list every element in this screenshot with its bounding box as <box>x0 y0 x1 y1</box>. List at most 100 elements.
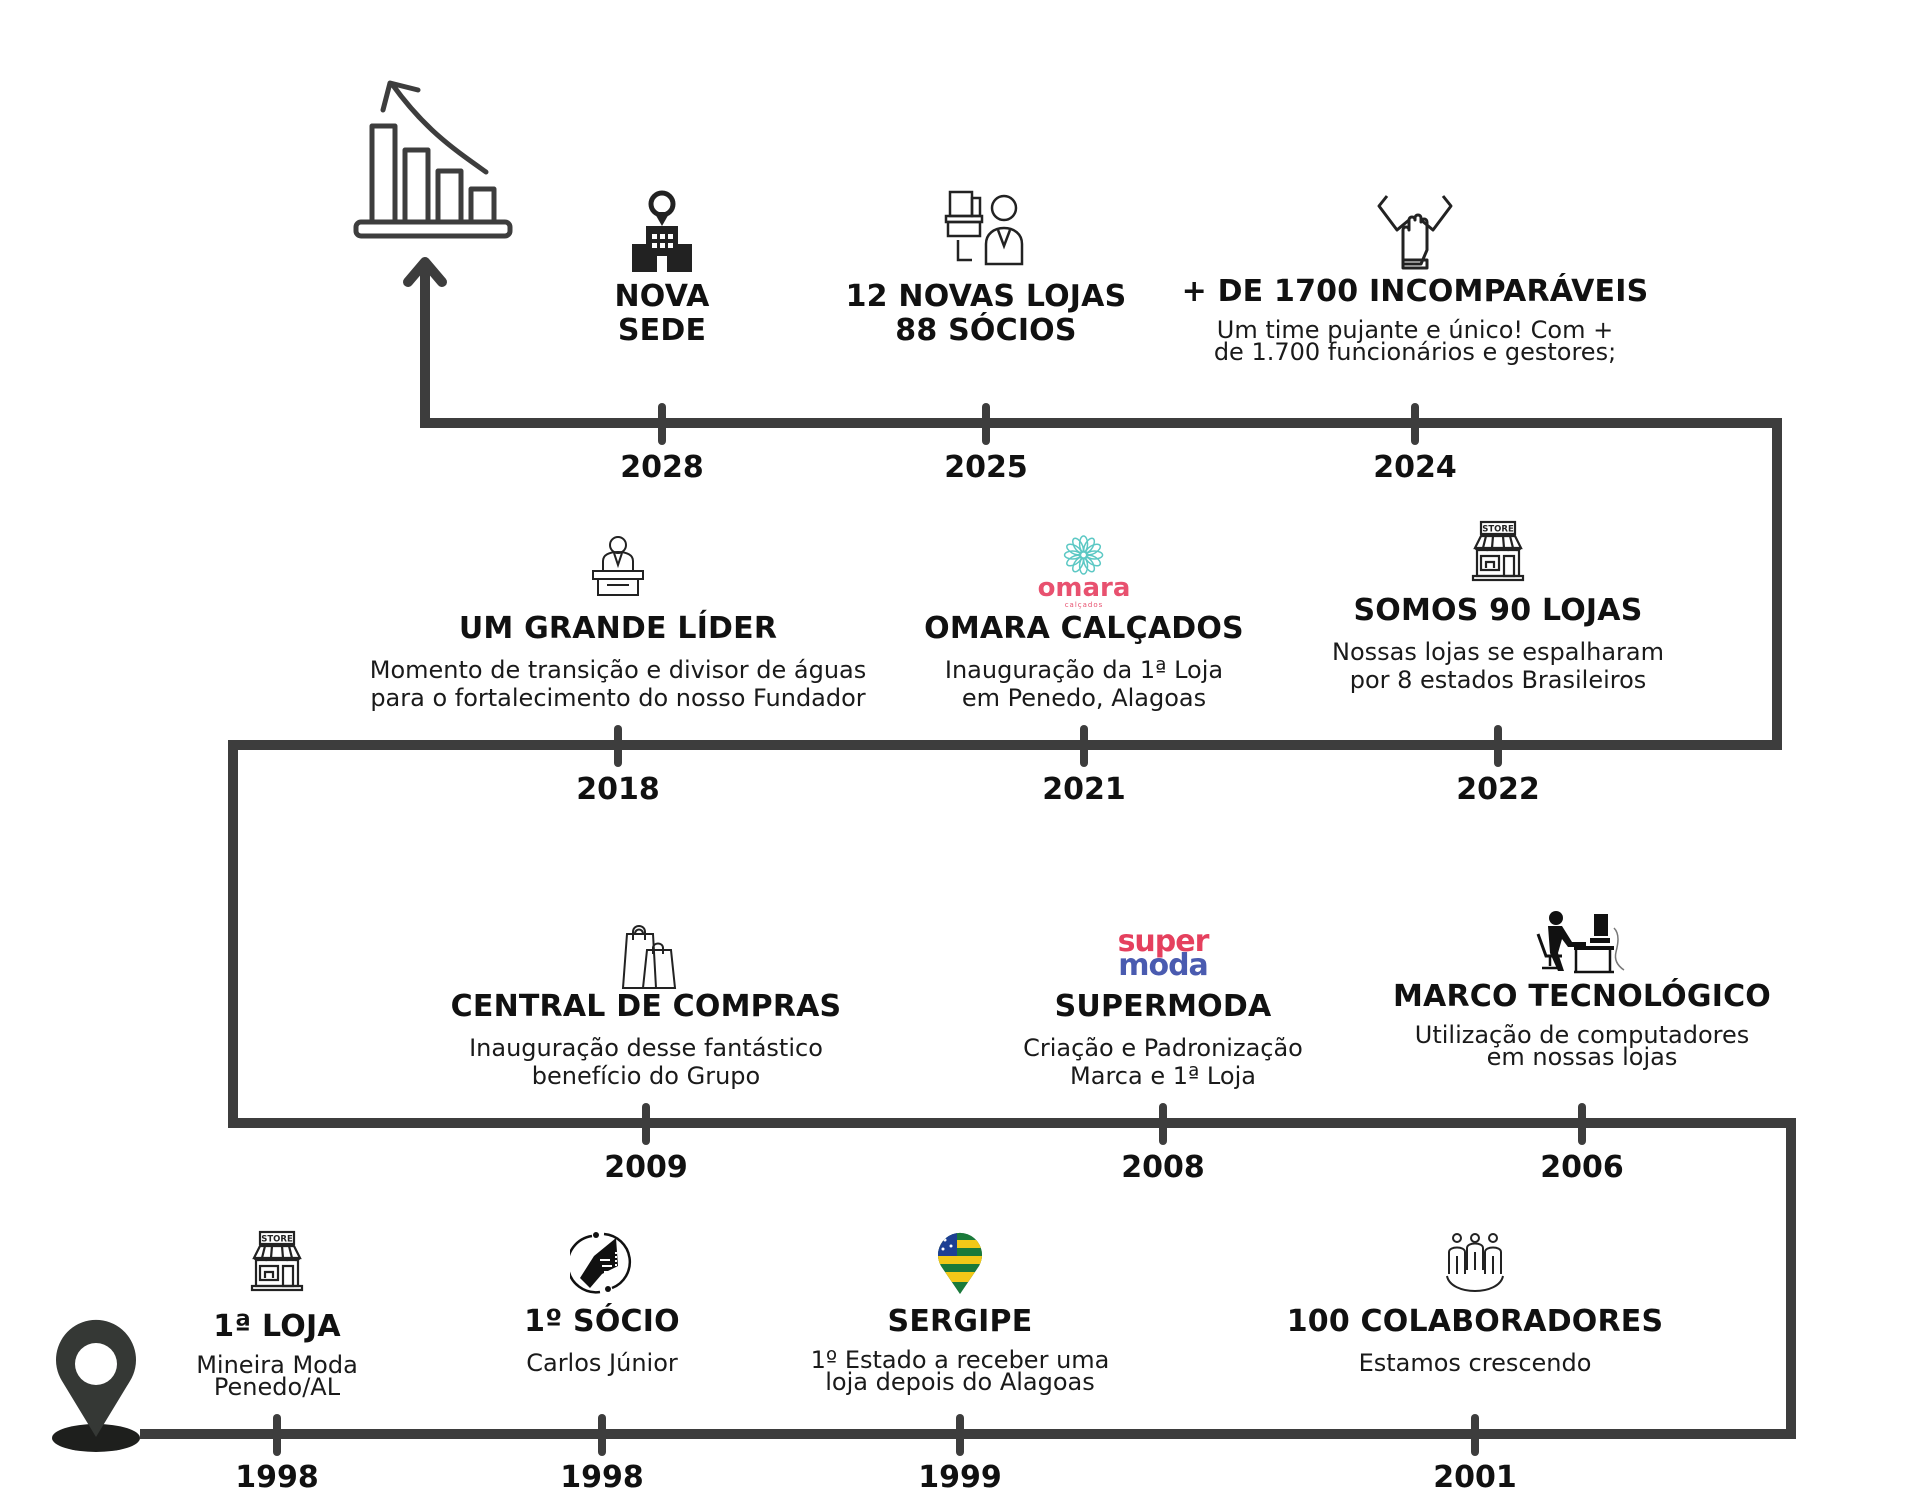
milestone-description-line: Marca e 1ª Loja <box>1070 1062 1256 1090</box>
milestone-title: 1º SÓCIO <box>524 1304 680 1339</box>
milestone-icon-wrap: omara calçados <box>1037 535 1131 609</box>
milestone-icon-wrap: super moda <box>1117 920 1210 983</box>
svg-text:STORE: STORE <box>1482 525 1514 535</box>
milestone-description-line: Criação e Padronização <box>1023 1034 1303 1062</box>
growth-chart-icon <box>353 80 513 239</box>
milestone-card: 1º SÓCIO Carlos Júnior <box>524 1304 680 1378</box>
milestone-description: Estamos crescendo <box>1287 1349 1664 1377</box>
milestone-description-line: por 8 estados Brasileiros <box>1349 666 1647 694</box>
computer-worker-icon <box>1534 910 1630 978</box>
milestone-icon-wrap <box>1443 1232 1507 1298</box>
milestone-title: 88 SÓCIOS <box>895 313 1077 348</box>
milestone-title: 100 COLABORADORES <box>1286 1304 1664 1339</box>
milestone-title: 12 NOVAS LOJAS <box>845 279 1127 314</box>
milestone-description-line: Carlos Júnior <box>526 1349 678 1377</box>
milestone-description-line: para o fortalecimento do nosso Fundador <box>370 684 866 712</box>
milestone-description-line: Momento de transição e divisor de águas <box>369 656 867 684</box>
milestone-description-line: Penedo/AL <box>213 1373 341 1401</box>
milestone-description: Carlos Júnior <box>524 1349 680 1377</box>
store-icon: STORE <box>1469 520 1527 586</box>
milestone-description-line: Utilização de computadores <box>1414 1021 1750 1049</box>
shopping-bags-icon <box>611 920 681 994</box>
milestone-card: UM GRANDE LÍDER Momento de transição e di… <box>370 611 867 713</box>
year-label: 2028 <box>620 450 704 485</box>
milestone-icon-wrap <box>944 190 1028 270</box>
milestone-description-line: 1º Estado a receber uma <box>810 1346 1110 1374</box>
milestone-title: OMARA CALÇADOS <box>924 611 1244 646</box>
year-label: 1999 <box>918 1460 1002 1495</box>
milestone-description-line: de 1.700 funcionários e gestores; <box>1213 338 1617 366</box>
milestone-description-line: em nossas lojas <box>1486 1043 1678 1071</box>
milestone-icon-wrap <box>611 920 681 994</box>
year-label: 2006 <box>1540 1150 1624 1185</box>
supermoda-logo: super moda <box>1117 920 1210 983</box>
omara-logo: omara calçados <box>1037 535 1131 609</box>
milestone-icon-wrap: STORE <box>248 1230 306 1296</box>
milestone-description-line: Inauguração desse fantástico <box>469 1034 823 1062</box>
milestone-icon-wrap <box>566 1230 634 1298</box>
milestone-description-line: benefício do Grupo <box>531 1062 761 1090</box>
milestone-title: SEDE <box>617 313 707 348</box>
team-people-icon <box>1443 1232 1507 1298</box>
year-label: 2021 <box>1042 772 1126 807</box>
svg-text:STORE: STORE <box>261 1235 293 1245</box>
milestone-icon-wrap <box>935 1230 985 1300</box>
milestone-title: SUPERMODA <box>1054 989 1272 1024</box>
milestone-card: + DE 1700 INCOMPARÁVEIS Um time pujante e… <box>1181 274 1649 366</box>
milestone-title: + DE 1700 INCOMPARÁVEIS <box>1181 274 1649 309</box>
milestone-card: CENTRAL DE COMPRAS Inauguração desse fant… <box>450 989 842 1091</box>
milestone-description-line: em Penedo, Alagoas <box>961 684 1207 712</box>
year-label: 2024 <box>1373 450 1457 485</box>
milestone-title: SERGIPE <box>887 1304 1033 1339</box>
milestone-icon-wrap <box>1375 190 1455 274</box>
handshake-icon <box>566 1230 634 1298</box>
omara-logo-text: omara <box>1037 573 1131 603</box>
milestone-description-line: loja depois do Alagoas <box>825 1368 1095 1396</box>
leader-podium-icon <box>589 535 647 601</box>
milestone-description: Um time pujante e único! Com +de 1.700 f… <box>1182 316 1649 366</box>
milestone-description-line: Inauguração da 1ª Loja <box>944 656 1224 684</box>
milestone-card: MARCO TECNOLÓGICO Utilização de computado… <box>1393 979 1771 1071</box>
milestone-description-line: Mineira Moda <box>196 1351 358 1379</box>
milestone-card: 100 COLABORADORES Estamos crescendo <box>1286 1304 1664 1378</box>
store-partner-icon <box>944 190 1028 270</box>
team-hands-icon <box>1375 190 1455 274</box>
milestone-icon-wrap <box>1534 910 1630 978</box>
milestone-icon-wrap: STORE <box>1469 520 1527 586</box>
year-label: 2018 <box>576 772 660 807</box>
flower-icon <box>1064 535 1104 575</box>
year-label: 1998 <box>235 1460 319 1495</box>
milestone-title: UM GRANDE LÍDER <box>458 611 778 646</box>
milestone-description-line: Um time pujante e único! Com + <box>1216 316 1614 344</box>
store-icon: STORE <box>248 1230 306 1296</box>
sergipe-flag-pin-icon <box>935 1230 985 1300</box>
milestone-icon-wrap <box>630 190 694 278</box>
supermoda-logo-line2: moda <box>1118 948 1209 983</box>
supermoda-logo-line1: super <box>1117 924 1210 959</box>
milestone-title: MARCO TECNOLÓGICO <box>1393 979 1771 1014</box>
year-label: 1998 <box>560 1460 644 1495</box>
year-label: 2008 <box>1121 1150 1205 1185</box>
building-location-icon <box>630 190 694 278</box>
milestone-card: SOMOS 90 LOJAS Nossas lojas se espalharam… <box>1332 593 1664 695</box>
map-pin-icon <box>52 1319 140 1452</box>
milestone-title: CENTRAL DE COMPRAS <box>450 989 842 1024</box>
year-label: 2022 <box>1456 772 1540 807</box>
milestone-title: SOMOS 90 LOJAS <box>1353 593 1643 628</box>
milestone-description-line: Nossas lojas se espalharam <box>1332 638 1664 666</box>
year-label: 2025 <box>944 450 1028 485</box>
